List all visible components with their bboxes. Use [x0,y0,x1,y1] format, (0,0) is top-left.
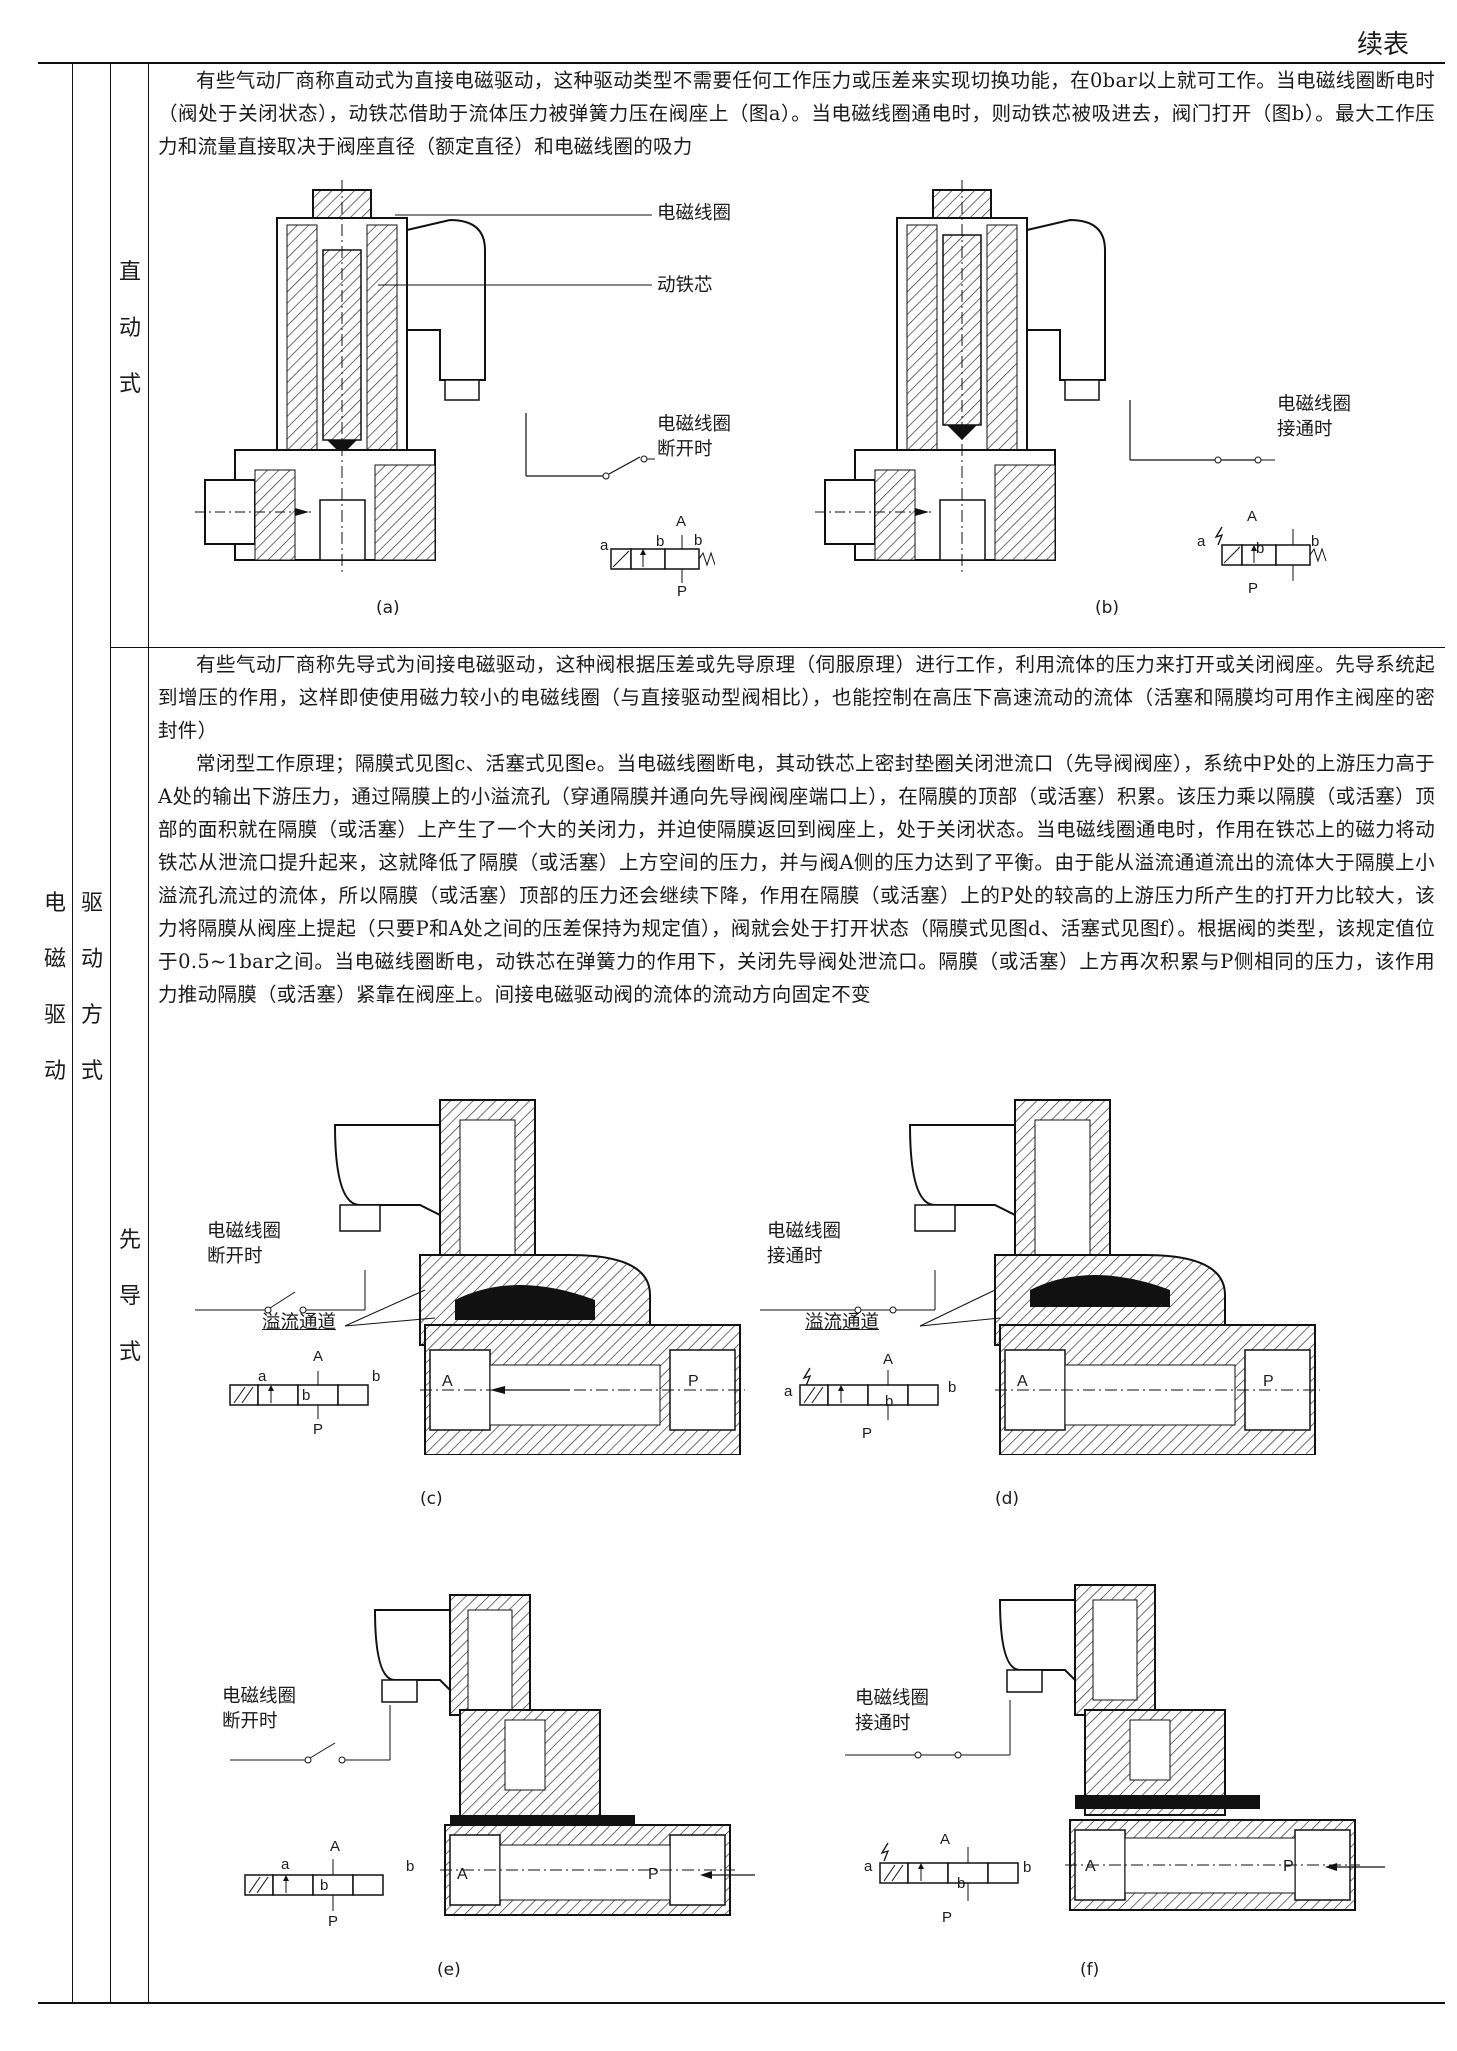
symbol-port-b-f: b [957,1875,966,1892]
symbol-port-a-e: a [281,1856,290,1873]
port-A-d: A [1017,1373,1028,1390]
label-armature-a: 动铁芯 [657,275,713,296]
label-coil-on-f-line2: 接通时 [855,1713,911,1734]
port-A-c: A [442,1373,453,1390]
caption-d: (d) [995,1489,1020,1509]
switch-circuit-b [1129,400,1275,464]
symbol-port-P-e: P [328,1913,339,1930]
continued-label: 续表 [1356,30,1409,60]
caption-a: (a) [376,598,400,618]
label-coil-a: 电磁线圈 [657,203,732,224]
label-coil-off-a-line2: 断开时 [657,439,713,460]
symbol-label-b: b [694,532,703,549]
table-top-rule [38,62,1445,64]
symbol-label-b-d: b [948,1379,957,1396]
pilot-intro-text: 有些气动厂商称先导式为间接电磁驱动，这种阀根据压差或先导原理（伺服原理）进行工作… [158,653,1435,742]
label-coil-off-e-line2: 断开时 [222,1711,278,1732]
symbol-port-A-e: A [330,1838,341,1855]
valve-diagram-a [195,180,486,575]
port-P-c: P [688,1373,699,1390]
row-header-electromagnetic-drive: 电磁驱动 [43,891,66,1084]
switch-circuit-f [845,1700,1011,1759]
valve-symbol-e [244,1859,384,1911]
switch-circuit-d [760,1270,1000,1327]
flow-arrow-e [700,1871,755,1879]
symbol-port-a-d: a [784,1383,793,1400]
label-leaders-a [378,214,655,480]
pilot-principle-text: 常闭型工作原理；隔膜式见图c、活塞式见图e。当电磁线圈断电，其动铁芯上密封垫圈关… [158,752,1435,1006]
symbol-port-b: b [656,533,665,550]
port-P-d: P [1263,1373,1274,1390]
valve-symbol-b [1214,526,1327,581]
symbol-port-a-c: a [258,1368,267,1385]
symbol-port-b-b: b [1256,540,1265,557]
symbol-port-P-d: P [862,1425,873,1442]
row-header-drive-mode: 驱动方式 [80,891,103,1084]
valve-diagram-d [908,1099,1320,1455]
valve-symbol-d [799,1367,939,1420]
label-coil-on-b-line1: 电磁线圈 [1277,394,1352,415]
symbol-port-a-f: a [864,1858,873,1875]
label-overflow-d: 溢流通道 [805,1312,880,1333]
valve-symbol-f [879,1842,1019,1901]
symbol-port-A-f: A [940,1831,951,1848]
label-coil-on-f-line1: 电磁线圈 [855,1688,930,1709]
symbol-port-A-c: A [313,1348,324,1365]
valve-diagram-f [998,1584,1360,1911]
caption-c: (c) [420,1489,443,1509]
symbol-port-a-b: a [1197,533,1206,550]
port-P-e: P [648,1866,659,1883]
label-coil-on-d-line2: 接通时 [767,1246,823,1267]
symbol-port-A-d: A [883,1351,894,1368]
symbol-port-P-c: P [313,1421,324,1438]
caption-e: (e) [437,1960,461,1980]
symbol-port-P-b: P [1248,580,1259,597]
column-divider [148,62,149,2002]
column-divider [72,62,73,2002]
row-divider [110,647,1445,648]
caption-f: (f) [1080,1960,1100,1980]
flow-arrow-f [1325,1863,1385,1871]
port-A-f: A [1085,1858,1096,1875]
valve-symbol-a [610,535,715,583]
valve-diagram-b [815,180,1106,575]
symbol-label-b-e: b [406,1858,415,1875]
table-bottom-rule [38,2002,1445,2004]
symbol-port-b-c: b [302,1387,311,1404]
label-coil-on-b-line2: 接通时 [1277,419,1333,440]
valve-symbol-c [229,1371,369,1419]
symbol-port-b-d: b [885,1393,894,1410]
symbol-port-b-e: b [320,1877,329,1894]
caption-b: (b) [1095,598,1120,618]
switch-circuit-c [195,1270,435,1327]
valve-diagram-c [333,1099,745,1455]
symbol-label-b-b: b [1311,533,1320,550]
symbol-port-A-b: A [1247,508,1258,525]
label-coil-off-e-line1: 电磁线圈 [222,1686,297,1707]
switch-circuit-e [230,1705,391,1764]
port-A-e: A [457,1866,468,1883]
symbol-port-A: A [676,513,687,530]
label-coil-off-c-line2: 断开时 [207,1246,263,1267]
heading-pilot-operated: 先导式 [118,1228,141,1365]
label-overflow-c: 溢流通道 [262,1312,337,1333]
label-coil-on-d-line1: 电磁线圈 [767,1221,842,1242]
label-coil-off-a-line1: 电磁线圈 [657,414,732,435]
symbol-port-a: a [600,537,609,554]
valve-diagram-e [373,1594,735,1916]
direct-acting-text: 有些气动厂商称直动式为直接电磁驱动，这种驱动类型不需要任何工作压力或压差来实现切… [158,69,1435,158]
symbol-label-b-c: b [372,1368,381,1385]
symbol-port-P: P [677,583,688,600]
heading-direct-acting: 直动式 [118,260,141,397]
port-P-f: P [1283,1858,1294,1875]
column-divider [110,62,111,2002]
label-coil-off-c-line1: 电磁线圈 [207,1221,282,1242]
symbol-port-P-f: P [942,1909,953,1926]
symbol-label-b-f: b [1023,1859,1032,1876]
